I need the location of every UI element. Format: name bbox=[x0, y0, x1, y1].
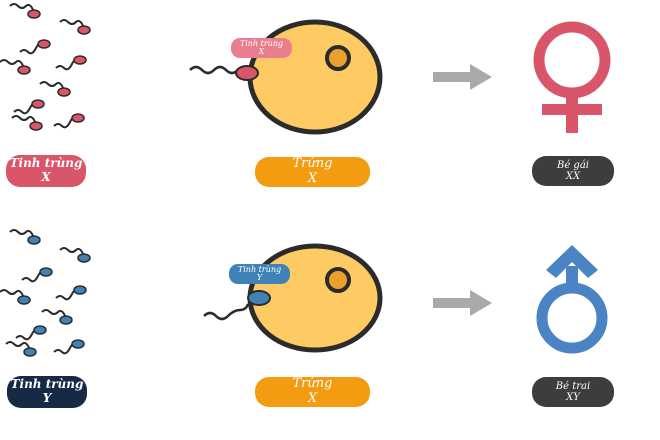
female-symbol-icon bbox=[533, 21, 611, 133]
sperm-cell bbox=[59, 247, 91, 263]
sperm-cell bbox=[9, 229, 41, 245]
sperm-cell bbox=[0, 59, 31, 75]
result-label-boy: Bé trai XY bbox=[532, 377, 614, 407]
sperm-tag-top-line1: Tinh trùng bbox=[239, 39, 284, 48]
sperm-y-label-line2: Y bbox=[42, 391, 52, 405]
sperm-cell bbox=[41, 309, 73, 325]
sperm-cell bbox=[55, 55, 87, 71]
egg-label-top-line2: X bbox=[307, 171, 318, 186]
sperm-tag-bottom: Tinh trùng Y bbox=[229, 264, 290, 284]
sperm-x-label: Tinh trùng X bbox=[6, 155, 86, 187]
sperm-y-label-line1: Tinh trùng bbox=[10, 377, 84, 392]
result-label-girl-line1: Bé gái bbox=[556, 159, 589, 171]
egg-label-bottom-line2: X bbox=[307, 391, 318, 406]
male-symbol-icon bbox=[536, 245, 608, 354]
sperm-cell bbox=[11, 115, 43, 131]
sperm-cell bbox=[21, 267, 53, 283]
sperm-tag-top-line2: X bbox=[258, 47, 265, 56]
sperm-cell bbox=[0, 289, 31, 305]
sperm-cluster-x bbox=[0, 3, 91, 131]
egg-label-top: Trứng X bbox=[255, 156, 370, 187]
egg-label-bottom: Trứng X bbox=[255, 376, 370, 407]
sperm-cell bbox=[39, 81, 71, 97]
arrow-bottom bbox=[433, 290, 492, 316]
sperm-entering-egg-bottom bbox=[203, 290, 271, 321]
sperm-entering-egg-top bbox=[189, 65, 259, 81]
egg-label-top-line1: Trứng bbox=[292, 156, 333, 172]
sperm-cell bbox=[9, 3, 41, 19]
sperm-cell bbox=[15, 325, 47, 341]
sperm-cell bbox=[59, 19, 91, 35]
sperm-cluster-y bbox=[0, 229, 91, 357]
sperm-tag-bottom-line2: Y bbox=[256, 273, 263, 282]
sperm-tag-bottom-line1: Tinh trùng bbox=[237, 265, 282, 274]
sperm-cell bbox=[53, 113, 85, 129]
result-label-girl-line2: XX bbox=[565, 171, 581, 182]
result-label-boy-line2: XY bbox=[566, 392, 580, 403]
sperm-cell bbox=[53, 339, 85, 355]
result-label-girl: Bé gái XX bbox=[532, 156, 614, 186]
sperm-x-label-line2: X bbox=[41, 170, 51, 184]
egg-label-bottom-line1: Trứng bbox=[292, 376, 333, 392]
sperm-cell bbox=[5, 341, 37, 357]
sperm-cell bbox=[55, 285, 87, 301]
sperm-cell bbox=[19, 39, 51, 55]
result-label-boy-line1: Bé trai bbox=[555, 380, 591, 392]
arrow-top bbox=[433, 64, 492, 90]
sperm-cell bbox=[13, 99, 45, 115]
sperm-y-label: Tinh trùng Y bbox=[7, 376, 87, 408]
egg-nucleus-bottom bbox=[325, 267, 351, 293]
sperm-tag-top: Tinh trùng X bbox=[231, 38, 292, 58]
egg-nucleus-top bbox=[325, 45, 351, 71]
sperm-x-label-line1: Tinh trùng bbox=[9, 156, 83, 171]
